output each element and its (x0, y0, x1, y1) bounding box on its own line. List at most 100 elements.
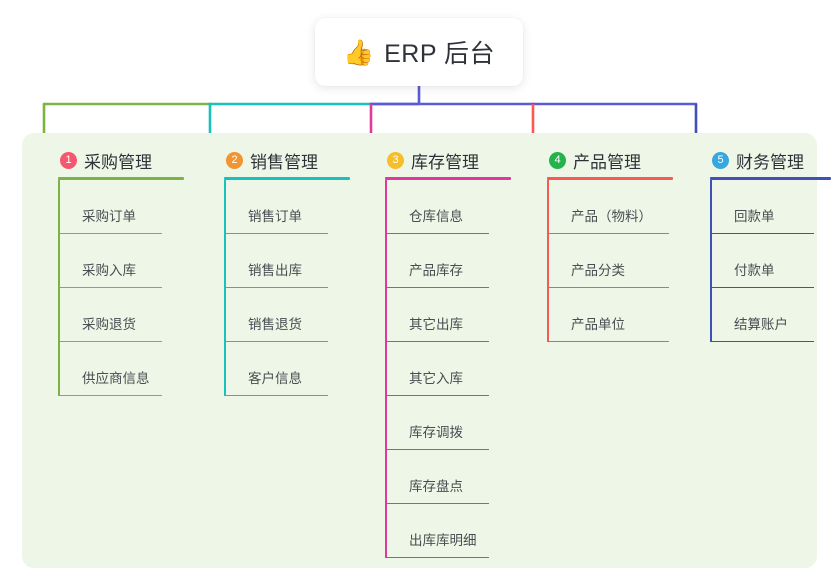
leaf-connector (58, 234, 60, 288)
leaf-underline (710, 232, 814, 234)
leaf-underline (385, 340, 489, 342)
branch-items-4: 产品（物料） 产品分类产品单位 (547, 180, 669, 342)
leaf-connector (547, 180, 549, 234)
branch-header-5[interactable]: 5 财务管理 (692, 133, 813, 173)
leaf-label: 采购退货 (82, 317, 136, 332)
leaf-item[interactable]: 回款单 (710, 180, 814, 234)
leaf-item[interactable]: 结算账户 (710, 288, 814, 342)
leaf-item[interactable]: 其它入库 (385, 342, 489, 396)
leaf-underline (385, 448, 489, 450)
branch-title-5: 财务管理 (736, 152, 804, 172)
branch-header-3[interactable]: 3 库存管理 (367, 133, 493, 173)
leaf-underline (224, 340, 328, 342)
branch-badge-5: 5 (712, 151, 729, 169)
branch-title-2: 销售管理 (250, 152, 318, 172)
leaf-connector (385, 288, 387, 342)
branch-items-3: 仓库信息产品库存其它出库其它入库库存调拨库存盘点出库库明细 (385, 180, 489, 558)
leaf-underline (385, 556, 489, 558)
leaf-connector (710, 288, 712, 342)
branch-column-4: 4 产品管理产品（物料） 产品分类产品单位 (529, 133, 673, 342)
branch-items-1: 采购订单采购入库采购退货供应商信息 (58, 180, 162, 396)
leaf-connector (58, 288, 60, 342)
leaf-item[interactable]: 产品分类 (547, 234, 669, 288)
leaf-item[interactable]: 客户信息 (224, 342, 328, 396)
leaf-connector (224, 234, 226, 288)
leaf-item[interactable]: 产品库存 (385, 234, 489, 288)
branch-header-4[interactable]: 4 产品管理 (529, 133, 655, 173)
leaf-item[interactable]: 产品单位 (547, 288, 669, 342)
leaf-underline (385, 502, 489, 504)
branch-underline-2 (224, 177, 350, 180)
branch-title-4: 产品管理 (573, 152, 641, 172)
leaf-item[interactable]: 销售订单 (224, 180, 328, 234)
leaf-item[interactable]: 销售出库 (224, 234, 328, 288)
leaf-underline (710, 286, 814, 288)
branch-underline-1 (58, 177, 184, 180)
leaf-connector (58, 342, 60, 396)
leaf-item[interactable]: 供应商信息 (58, 342, 162, 396)
leaf-item[interactable]: 采购退货 (58, 288, 162, 342)
leaf-connector (224, 342, 226, 396)
leaf-connector (385, 450, 387, 504)
leaf-underline (710, 340, 814, 342)
branch-badge-4: 4 (549, 151, 566, 169)
leaf-item[interactable]: 付款单 (710, 234, 814, 288)
leaf-label: 库存调拨 (409, 425, 463, 440)
branch-underline-5 (710, 177, 831, 180)
leaf-underline (224, 286, 328, 288)
leaf-item[interactable]: 库存调拨 (385, 396, 489, 450)
leaf-item[interactable]: 出库库明细 (385, 504, 489, 558)
leaf-label: 出库库明细 (409, 533, 477, 548)
leaf-label: 产品单位 (571, 317, 625, 332)
leaf-connector (547, 288, 549, 342)
branch-badge-2: 2 (226, 151, 243, 169)
leaf-label: 库存盘点 (409, 479, 463, 494)
leaf-label: 采购订单 (82, 209, 136, 224)
leaf-label: 产品分类 (571, 263, 625, 278)
branch-column-3: 3 库存管理仓库信息产品库存其它出库其它入库库存调拨库存盘点出库库明细 (367, 133, 511, 558)
leaf-item[interactable]: 库存盘点 (385, 450, 489, 504)
root-title: ERP 后台 (384, 40, 496, 68)
leaf-item[interactable]: 仓库信息 (385, 180, 489, 234)
branch-underline-4 (547, 177, 673, 180)
branch-title-1: 采购管理 (84, 152, 152, 172)
leaf-item[interactable]: 采购入库 (58, 234, 162, 288)
branch-columns: 1 采购管理采购订单采购入库采购退货供应商信息 2 销售管理销售订单销售出库销售退货客… (22, 133, 831, 568)
leaf-item[interactable]: 其它出库 (385, 288, 489, 342)
branch-header-1[interactable]: 1 采购管理 (40, 133, 166, 173)
branch-column-5: 5 财务管理回款单付款单结算账户 (692, 133, 831, 342)
leaf-connector (385, 234, 387, 288)
branch-header-2[interactable]: 2 销售管理 (206, 133, 332, 173)
leaf-underline (224, 394, 328, 396)
leaf-label: 采购入库 (82, 263, 136, 278)
leaf-item[interactable]: 采购订单 (58, 180, 162, 234)
leaf-underline (224, 232, 328, 234)
leaf-label: 回款单 (734, 209, 775, 224)
leaf-connector (385, 342, 387, 396)
leaf-label: 其它出库 (409, 317, 463, 332)
leaf-underline (58, 394, 162, 396)
branch-title-3: 库存管理 (411, 152, 479, 172)
branch-badge-1: 1 (60, 151, 77, 169)
leaf-connector (385, 504, 387, 558)
leaf-underline (58, 286, 162, 288)
branch-underline-3 (385, 177, 511, 180)
leaf-label: 仓库信息 (409, 209, 463, 224)
leaf-connector (385, 180, 387, 234)
leaf-label: 付款单 (734, 263, 775, 278)
root-node[interactable]: 👍 ERP 后台 (315, 18, 523, 86)
leaf-item[interactable]: 销售退货 (224, 288, 328, 342)
leaf-label: 其它入库 (409, 371, 463, 386)
branch-items-2: 销售订单销售出库销售退货客户信息 (224, 180, 328, 396)
leaf-item[interactable]: 产品（物料） (547, 180, 669, 234)
leaf-underline (385, 286, 489, 288)
leaf-underline (547, 286, 669, 288)
leaf-connector (710, 180, 712, 234)
leaf-underline (547, 232, 669, 234)
branches-panel (22, 133, 817, 568)
leaf-connector (547, 234, 549, 288)
leaf-underline (58, 340, 162, 342)
branch-badge-3: 3 (387, 151, 404, 169)
leaf-underline (385, 394, 489, 396)
